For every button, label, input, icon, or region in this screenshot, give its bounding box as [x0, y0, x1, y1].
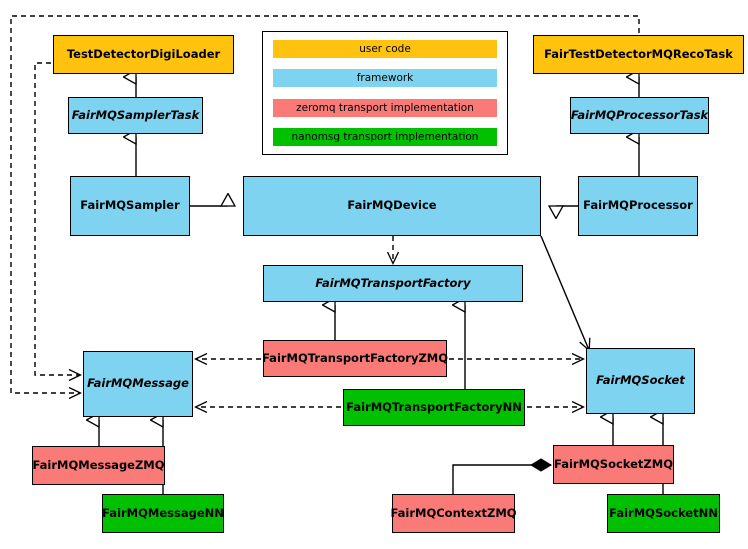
class-box-fairmqtransportfactory[interactable]: FairMQTransportFactory [263, 265, 523, 302]
class-box-fairmqcontextzmq[interactable]: FairMQContextZMQ [390, 494, 517, 533]
legend-item-user-code: user code [273, 40, 497, 58]
legend-item-framework: framework [273, 69, 497, 88]
class-box-fairmqdevice[interactable]: FairMQDevice [243, 176, 541, 236]
class-box-fairtestdetectormqrecotask[interactable]: FairTestDetectorMQRecoTask [533, 35, 744, 74]
class-box-fairmqtransportfactoryzmq[interactable]: FairMQTransportFactoryZMQ [262, 340, 448, 377]
edge-contextzmq-to-socketzmq [452, 458, 552, 494]
class-box-fairmqmessagenn[interactable]: FairMQMessageNN [102, 494, 224, 533]
class-box-fairmqprocessor[interactable]: FairMQProcessor [578, 176, 698, 236]
class-box-testdetectordigiloader[interactable]: TestDetectorDigiLoader [53, 35, 234, 74]
class-box-fairmqprocessortask[interactable]: FairMQProcessorTask [570, 97, 709, 134]
class-box-fairmqmessage[interactable]: FairMQMessage [83, 351, 193, 417]
class-box-fairmqsampler[interactable]: FairMQSampler [70, 176, 190, 236]
class-box-fairmqsocketnn[interactable]: FairMQSocketNN [607, 494, 720, 533]
edge-device-to-socket [540, 235, 589, 350]
class-box-fairmqsocket[interactable]: FairMQSocket [586, 348, 695, 414]
class-box-fairmqtransportfactorynn[interactable]: FairMQTransportFactoryNN [343, 389, 525, 426]
legend-panel: user code framework zeromq transport imp… [262, 31, 508, 155]
legend-item-zeromq: zeromq transport implementation [273, 98, 497, 117]
legend-item-nanomsg: nanomsg transport implementation [273, 127, 497, 146]
class-box-fairmqsamplertask[interactable]: FairMQSamplerTask [68, 97, 203, 134]
class-box-fairmqmessagezmq[interactable]: FairMQMessageZMQ [32, 446, 165, 485]
class-box-fairmqsocketzmq[interactable]: FairMQSocketZMQ [553, 445, 674, 484]
